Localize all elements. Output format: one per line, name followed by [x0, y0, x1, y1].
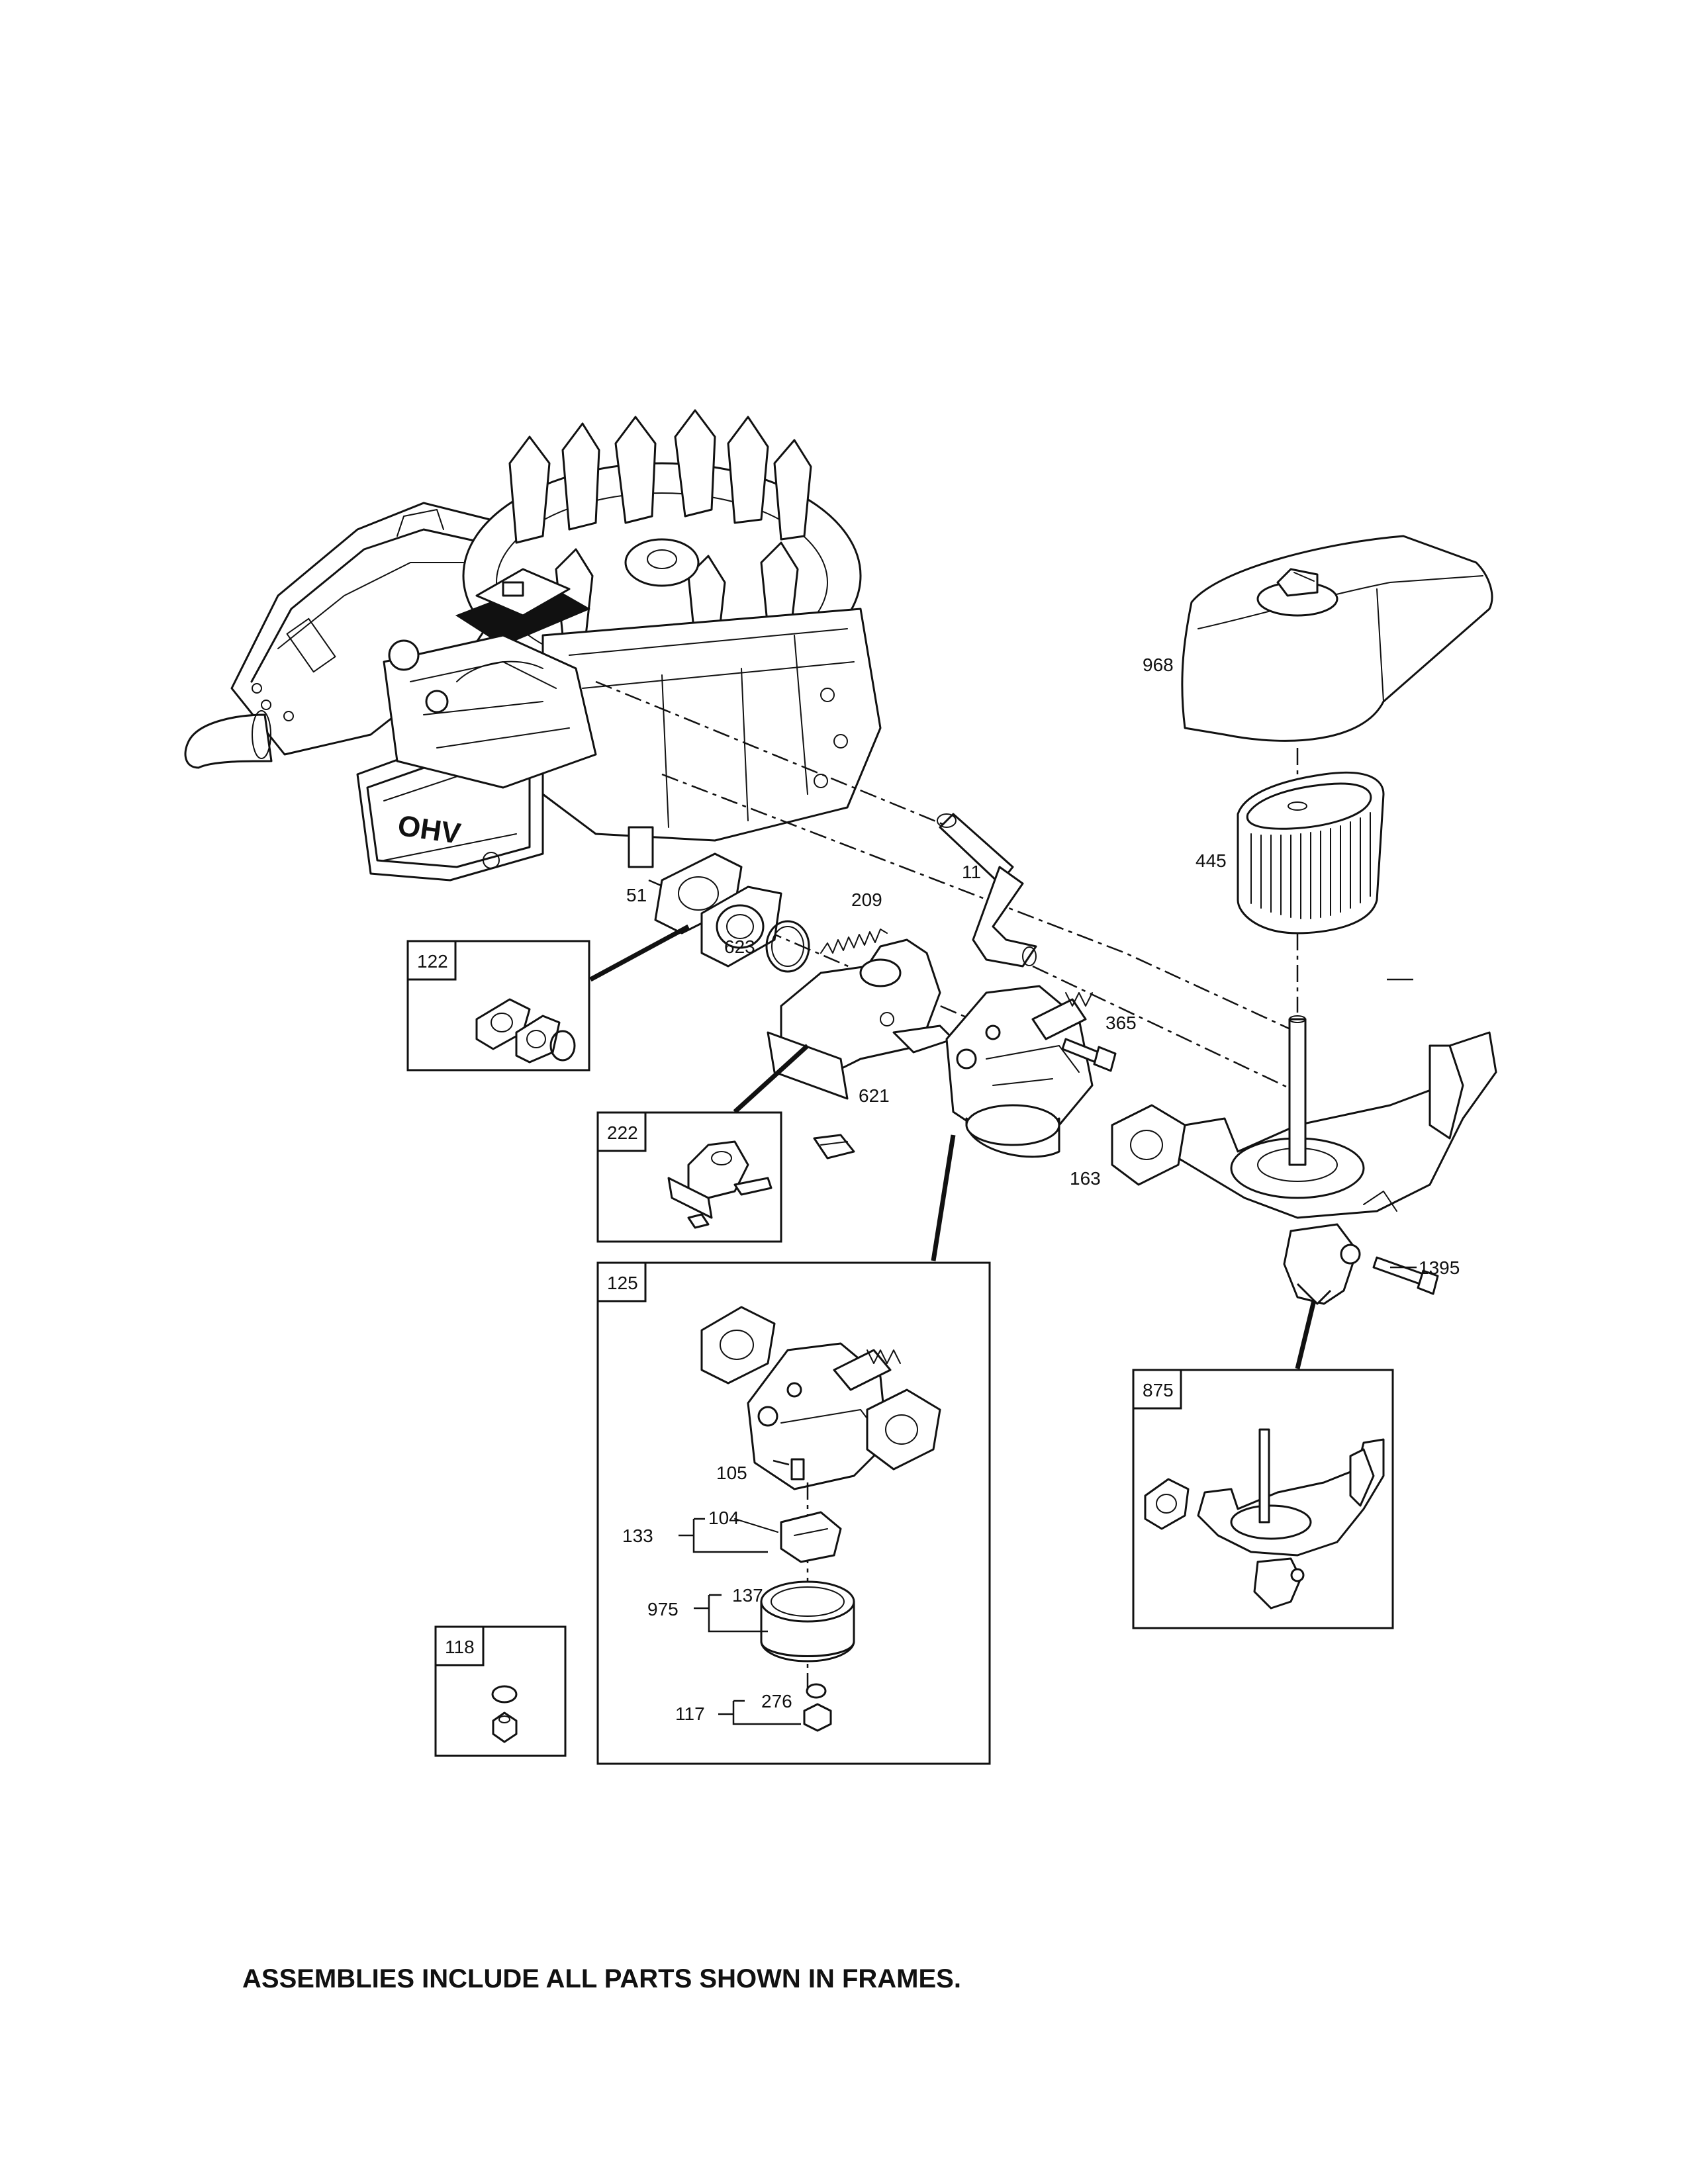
callout-11: 11 [962, 862, 981, 882]
callout-365: 365 [1105, 1013, 1137, 1033]
callout-105: 105 [716, 1463, 747, 1483]
callout-163: 163 [1070, 1168, 1101, 1189]
frame-125-pointer [931, 1134, 956, 1261]
callout-104: 104 [708, 1508, 739, 1528]
carb-bracket [767, 938, 955, 1160]
frame-125 [596, 1261, 991, 1765]
engine-block: OHV [184, 409, 882, 882]
frame-122 [406, 940, 590, 1071]
callout-623: 623 [724, 936, 755, 957]
frame-118 [434, 1625, 567, 1757]
intake-gaskets [654, 852, 810, 973]
frame-875 [1132, 1369, 1394, 1629]
callout-975: 975 [647, 1599, 679, 1619]
frame-id-122: 122 [417, 951, 448, 972]
carburetor [945, 985, 1186, 1186]
leader-lines [1387, 978, 1417, 1269]
frame-id-125: 125 [607, 1273, 638, 1293]
frame-id-875: 875 [1143, 1380, 1174, 1400]
callout-117: 117 [675, 1704, 705, 1724]
frame-id-222: 222 [607, 1122, 638, 1143]
frame-222 [596, 1111, 782, 1243]
spring [820, 929, 888, 954]
frame-222-pointer [733, 1044, 810, 1114]
frame-id-118: 118 [445, 1637, 475, 1657]
alignment-lines [595, 680, 1299, 1093]
callout-209: 209 [851, 889, 882, 910]
assemblies-footnote: ASSEMBLIES INCLUDE ALL PARTS SHOWN IN FR… [242, 1964, 961, 1993]
frame-122-pointer [589, 924, 690, 982]
frame-id-labels: 122 222 125 875 118 [417, 951, 1174, 1657]
callout-968: 968 [1143, 655, 1174, 675]
callout-276: 276 [761, 1691, 792, 1711]
breather-tube [937, 813, 1037, 968]
air-cleaner-cover [1181, 535, 1493, 742]
callout-621: 621 [859, 1085, 890, 1106]
callout-445: 445 [1196, 850, 1227, 871]
air-filter [1237, 771, 1385, 934]
callout-137: 137 [732, 1585, 763, 1606]
callout-51: 51 [626, 885, 647, 905]
callout-1395: 1395 [1419, 1257, 1460, 1278]
callout-133: 133 [622, 1525, 653, 1546]
callout-labels: 968 445 11 51 209 623 365 621 163 1395 1… [622, 655, 1460, 1724]
frame-875-pointer [1295, 1300, 1317, 1369]
air-cleaner-base [1177, 1015, 1497, 1305]
